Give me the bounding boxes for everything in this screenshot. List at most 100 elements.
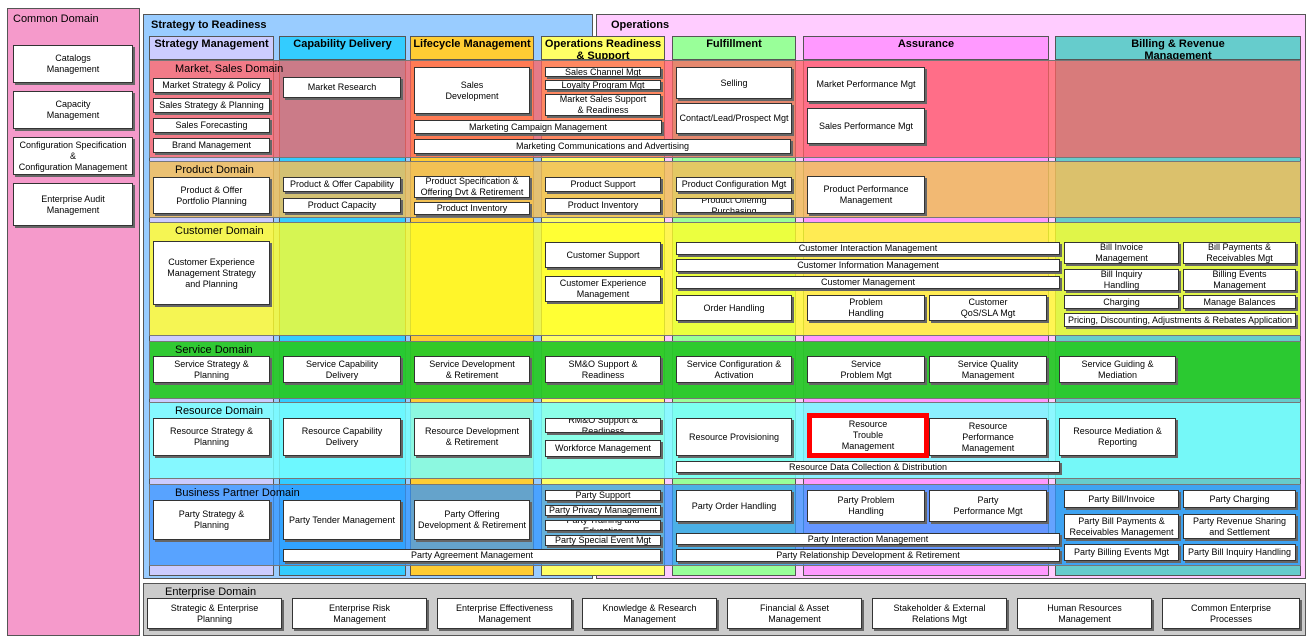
party-order-handling-box[interactable]: Party Order Handling	[676, 490, 792, 522]
resource-data-collection-box[interactable]: Resource Data Collection & Distribution	[676, 461, 1060, 473]
resource-development-box[interactable]: Resource Development & Retirement	[414, 418, 530, 456]
contact-lead-prospect-box[interactable]: Contact/Lead/Prospect Mgt	[676, 103, 792, 134]
product-offering-purchasing-box[interactable]: Product Offering Purchasing	[676, 198, 792, 213]
sales-performance-box[interactable]: Sales Performance Mgt	[807, 108, 925, 144]
sales-forecasting-box[interactable]: Sales Forecasting	[153, 118, 270, 133]
product-capacity-box[interactable]: Product Capacity	[283, 198, 401, 213]
market-strategy-policy-box[interactable]: Market Strategy & Policy	[153, 78, 270, 93]
brand-management-box[interactable]: Brand Management	[153, 138, 270, 153]
sales-development-box[interactable]: Sales Development	[414, 67, 530, 114]
party-problem-box[interactable]: Party Problem Handling	[807, 490, 925, 522]
customer-domain-label: Customer Domain	[175, 225, 264, 237]
resource-capability-box[interactable]: Resource Capability Delivery	[283, 418, 401, 456]
sales-strategy-planning-box[interactable]: Sales Strategy & Planning	[153, 98, 270, 113]
product-inventory-ops-box[interactable]: Product Inventory	[545, 198, 661, 213]
selling-box[interactable]: Selling	[676, 67, 792, 99]
service-configuration-box[interactable]: Service Configuration & Activation	[676, 356, 792, 383]
billing-events-box[interactable]: Billing Events Management	[1183, 269, 1296, 291]
service-guiding-box[interactable]: Service Guiding & Mediation	[1059, 356, 1176, 383]
party-tender-box[interactable]: Party Tender Management	[283, 500, 401, 540]
service-problem-box[interactable]: Service Problem Mgt	[807, 356, 925, 383]
product-performance-box[interactable]: Product Performance Management	[807, 176, 925, 214]
enterprise-domain-label: Enterprise Domain	[165, 586, 257, 598]
enterprise-strategic-planning-box[interactable]: Strategic & Enterprise Planning	[147, 598, 282, 629]
product-configuration-box[interactable]: Product Configuration Mgt	[676, 177, 792, 192]
strategy-to-readiness-title: Strategy to Readiness	[151, 19, 267, 31]
party-charging-box[interactable]: Party Charging	[1183, 490, 1296, 508]
bill-inquiry-box[interactable]: Bill Inquiry Handling	[1064, 269, 1179, 291]
market-research-box[interactable]: Market Research	[283, 77, 401, 98]
product-specification-box[interactable]: Product Specification & Offering Dvt & R…	[414, 176, 530, 198]
party-support-box[interactable]: Party Support	[545, 490, 661, 501]
marketing-communications-box[interactable]: Marketing Communications and Advertising	[414, 139, 791, 154]
market-sales-support-box[interactable]: Market Sales Support & Readiness	[545, 94, 661, 116]
party-agreement-box[interactable]: Party Agreement Management	[283, 549, 661, 562]
customer-support-box[interactable]: Customer Support	[545, 242, 661, 268]
human-resources-box[interactable]: Human Resources Management	[1017, 598, 1152, 629]
configuration-management-box[interactable]: Configuration Specification & Configurat…	[13, 137, 133, 175]
product-offer-capability-box[interactable]: Product & Offer Capability	[283, 177, 401, 192]
resource-trouble-box[interactable]: Resource Trouble Management	[807, 413, 929, 458]
loyalty-program-box[interactable]: Loyalty Program Mgt	[545, 80, 661, 90]
manage-balances-box[interactable]: Manage Balances	[1183, 295, 1296, 309]
financial-asset-box[interactable]: Financial & Asset Management	[727, 598, 862, 629]
marketing-campaign-box[interactable]: Marketing Campaign Management	[414, 120, 662, 134]
party-relationship-box[interactable]: Party Relationship Development & Retirem…	[676, 549, 1060, 562]
smo-support-box[interactable]: SM&O Support & Readiness	[545, 356, 661, 383]
order-handling-box[interactable]: Order Handling	[676, 295, 792, 321]
workforce-management-box[interactable]: Workforce Management	[545, 440, 661, 457]
catalogs-management-box[interactable]: Catalogs Management	[13, 45, 133, 83]
enterprise-audit-management-box[interactable]: Enterprise Audit Management	[13, 183, 133, 226]
product-support-box[interactable]: Product Support	[545, 177, 661, 192]
sales-channel-box[interactable]: Sales Channel Mgt	[545, 67, 661, 77]
product-inventory-lifecycle-box[interactable]: Product Inventory	[414, 202, 530, 215]
pricing-discounting-box[interactable]: Pricing, Discounting, Adjustments & Reba…	[1064, 313, 1296, 327]
party-billing-events-box[interactable]: Party Billing Events Mgt	[1064, 544, 1179, 561]
party-strategy-box[interactable]: Party Strategy & Planning	[153, 500, 270, 540]
party-bill-inquiry-box[interactable]: Party Bill Inquiry Handling	[1183, 544, 1296, 561]
party-revenue-sharing-box[interactable]: Party Revenue Sharing and Settlement	[1183, 514, 1296, 539]
party-privacy-box[interactable]: Party Privacy Management	[545, 505, 661, 516]
common-enterprise-processes-box[interactable]: Common Enterprise Processes	[1162, 598, 1300, 629]
service-domain-label: Service Domain	[175, 344, 253, 356]
party-training-box[interactable]: Party Training and Education	[545, 520, 661, 531]
knowledge-research-box[interactable]: Knowledge & Research Management	[582, 598, 717, 629]
partner-domain-label: Business Partner Domain	[175, 487, 300, 499]
resource-performance-box[interactable]: Resource Performance Management	[929, 418, 1047, 456]
customer-management-box[interactable]: Customer Management	[676, 276, 1060, 289]
col-lifecycle-header: Lifecycle Management	[410, 36, 534, 60]
market-performance-box[interactable]: Market Performance Mgt	[807, 67, 925, 102]
enterprise-risk-box[interactable]: Enterprise Risk Management	[292, 598, 427, 629]
service-capability-box[interactable]: Service Capability Delivery	[283, 356, 401, 383]
rmo-support-box[interactable]: RM&O Support & Readiness	[545, 418, 661, 433]
enterprise-effectiveness-box[interactable]: Enterprise Effectiveness Management	[437, 598, 572, 629]
resource-mediation-box[interactable]: Resource Mediation & Reporting	[1059, 418, 1176, 456]
resource-strategy-box[interactable]: Resource Strategy & Planning	[153, 418, 270, 456]
problem-handling-box[interactable]: Problem Handling	[807, 295, 925, 321]
service-strategy-box[interactable]: Service Strategy & Planning	[153, 356, 270, 383]
customer-information-box[interactable]: Customer Information Management	[676, 259, 1060, 272]
party-offering-box[interactable]: Party Offering Development & Retirement	[414, 500, 530, 540]
customer-qos-sla-box[interactable]: Customer QoS/SLA Mgt	[929, 295, 1047, 321]
charging-box[interactable]: Charging	[1064, 295, 1179, 309]
resource-provisioning-box[interactable]: Resource Provisioning	[676, 418, 792, 456]
product-offer-portfolio-box[interactable]: Product & Offer Portfolio Planning	[153, 177, 270, 214]
customer-experience-management-box[interactable]: Customer Experience Management	[545, 276, 661, 302]
col-fulfillment-header: Fulfillment	[672, 36, 796, 60]
party-special-event-box[interactable]: Party Special Event Mgt	[545, 535, 661, 546]
common-domain-title: Common Domain	[13, 13, 99, 25]
customer-experience-strategy-box[interactable]: Customer Experience Management Strategy …	[153, 241, 270, 305]
party-bill-invoice-box[interactable]: Party Bill/Invoice	[1064, 490, 1179, 508]
bill-payments-box[interactable]: Bill Payments & Receivables Mgt	[1183, 242, 1296, 264]
party-bill-payments-box[interactable]: Party Bill Payments & Receivables Manage…	[1064, 514, 1179, 539]
capacity-management-box[interactable]: Capacity Management	[13, 91, 133, 129]
stakeholder-relations-box[interactable]: Stakeholder & External Relations Mgt	[872, 598, 1007, 629]
party-interaction-box[interactable]: Party Interaction Management	[676, 533, 1060, 545]
col-assurance-header: Assurance	[803, 36, 1049, 60]
customer-interaction-box[interactable]: Customer Interaction Management	[676, 242, 1060, 255]
bill-invoice-box[interactable]: Bill Invoice Management	[1064, 242, 1179, 264]
service-quality-box[interactable]: Service Quality Management	[929, 356, 1047, 383]
service-development-box[interactable]: Service Development & Retirement	[414, 356, 530, 383]
col-strategy-header: Strategy Management	[149, 36, 274, 60]
party-performance-box[interactable]: Party Performance Mgt	[929, 490, 1047, 522]
